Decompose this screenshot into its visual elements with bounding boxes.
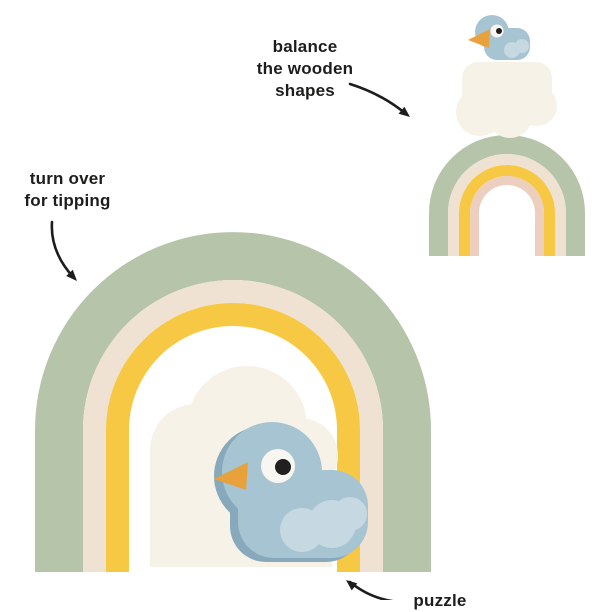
balance-note: balance the wooden shapes	[230, 36, 380, 102]
arch-band-green	[35, 232, 431, 572]
balance-arrow-icon	[348, 82, 410, 117]
small-bird-figure	[468, 15, 530, 60]
bird-pupil	[275, 459, 291, 475]
bird-beak	[214, 462, 248, 490]
small-bird-wing-tip	[515, 39, 529, 53]
small-cloud-piece	[456, 62, 557, 138]
bird-wing-scallop-3	[333, 497, 367, 531]
tipping-arrow-head	[66, 269, 77, 281]
puzzle-note: puzzle	[405, 590, 475, 612]
tipping-arrow-line	[50, 220, 76, 280]
small-arch-band-yellow	[459, 165, 555, 256]
balance-note-line-2: the wooden	[256, 59, 354, 78]
bird-figure	[214, 422, 368, 562]
annotation-arrows	[50, 82, 410, 600]
small-cloud-bump-right	[517, 86, 557, 126]
balance-note-line-3: shapes	[275, 81, 335, 100]
small-bird-pupil	[496, 28, 502, 34]
balance-note-line-1: balance	[272, 37, 338, 56]
small-arch-band-green	[429, 135, 585, 256]
small-balancing-toy	[429, 15, 585, 256]
balance-arrow-head	[398, 106, 410, 117]
puzzle-arrow-head	[346, 580, 358, 591]
puzzle-arrow-icon	[346, 580, 394, 600]
small-bird-beak	[468, 29, 490, 48]
puzzle-note-label: puzzle	[413, 591, 467, 610]
tipping-arrow-icon	[50, 220, 77, 281]
puzzle-arrow-line	[348, 580, 394, 600]
tipping-note-line-1: turn over	[29, 169, 106, 188]
tipping-note-line-2: for tipping	[24, 191, 111, 210]
small-arch-band-pink	[470, 176, 544, 256]
tipping-note: turn over for tipping	[5, 168, 130, 212]
main-stacking-toy	[35, 232, 431, 572]
